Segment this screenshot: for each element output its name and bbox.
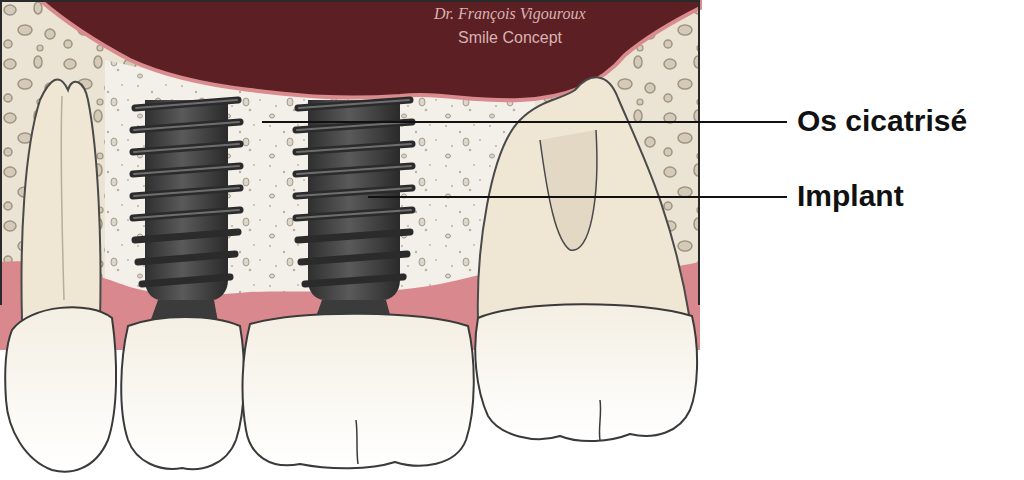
watermark: Smile Concept xyxy=(458,29,562,47)
signature-watermark: Dr. François Vigouroux xyxy=(434,5,586,23)
leader-line xyxy=(262,121,787,123)
part-label: Os cicatrisé xyxy=(797,104,967,138)
leader-line xyxy=(368,196,787,198)
part-label: Implant xyxy=(797,179,904,213)
